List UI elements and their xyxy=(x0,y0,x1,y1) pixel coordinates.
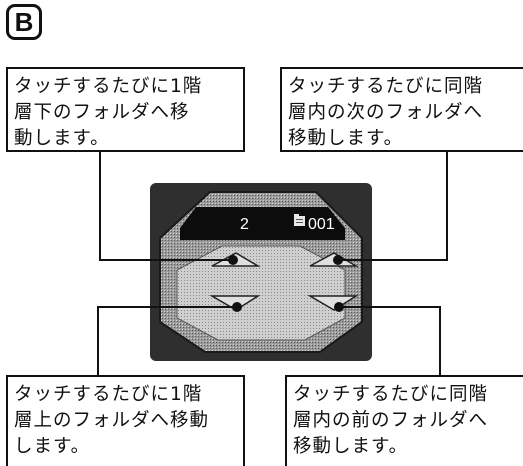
panel-inner xyxy=(176,245,346,341)
callout-up-layer: タッチするたびに1階 層上のフォルダへ移動 します。 xyxy=(6,375,245,466)
callout-down-layer: タッチするたびに1階 層下のフォルダへ移 動します。 xyxy=(6,67,245,152)
screen xyxy=(180,207,345,240)
section-badge: B xyxy=(6,4,42,40)
folder-icon xyxy=(294,214,305,226)
leader-line-top-left xyxy=(99,152,233,261)
leader-line-top-right xyxy=(338,152,448,261)
leader-line-bottom-left xyxy=(97,306,237,375)
callout-prev-folder: タッチするたびに同階 層内の前のフォルダへ 移動します。 xyxy=(285,375,523,466)
level-number: 2 xyxy=(240,216,249,233)
callout-next-folder: タッチするたびに同階 層内の次のフォルダへ 移動します。 xyxy=(280,67,523,152)
folder-number: 001 xyxy=(308,216,335,233)
leader-line-bottom-right xyxy=(339,306,441,375)
